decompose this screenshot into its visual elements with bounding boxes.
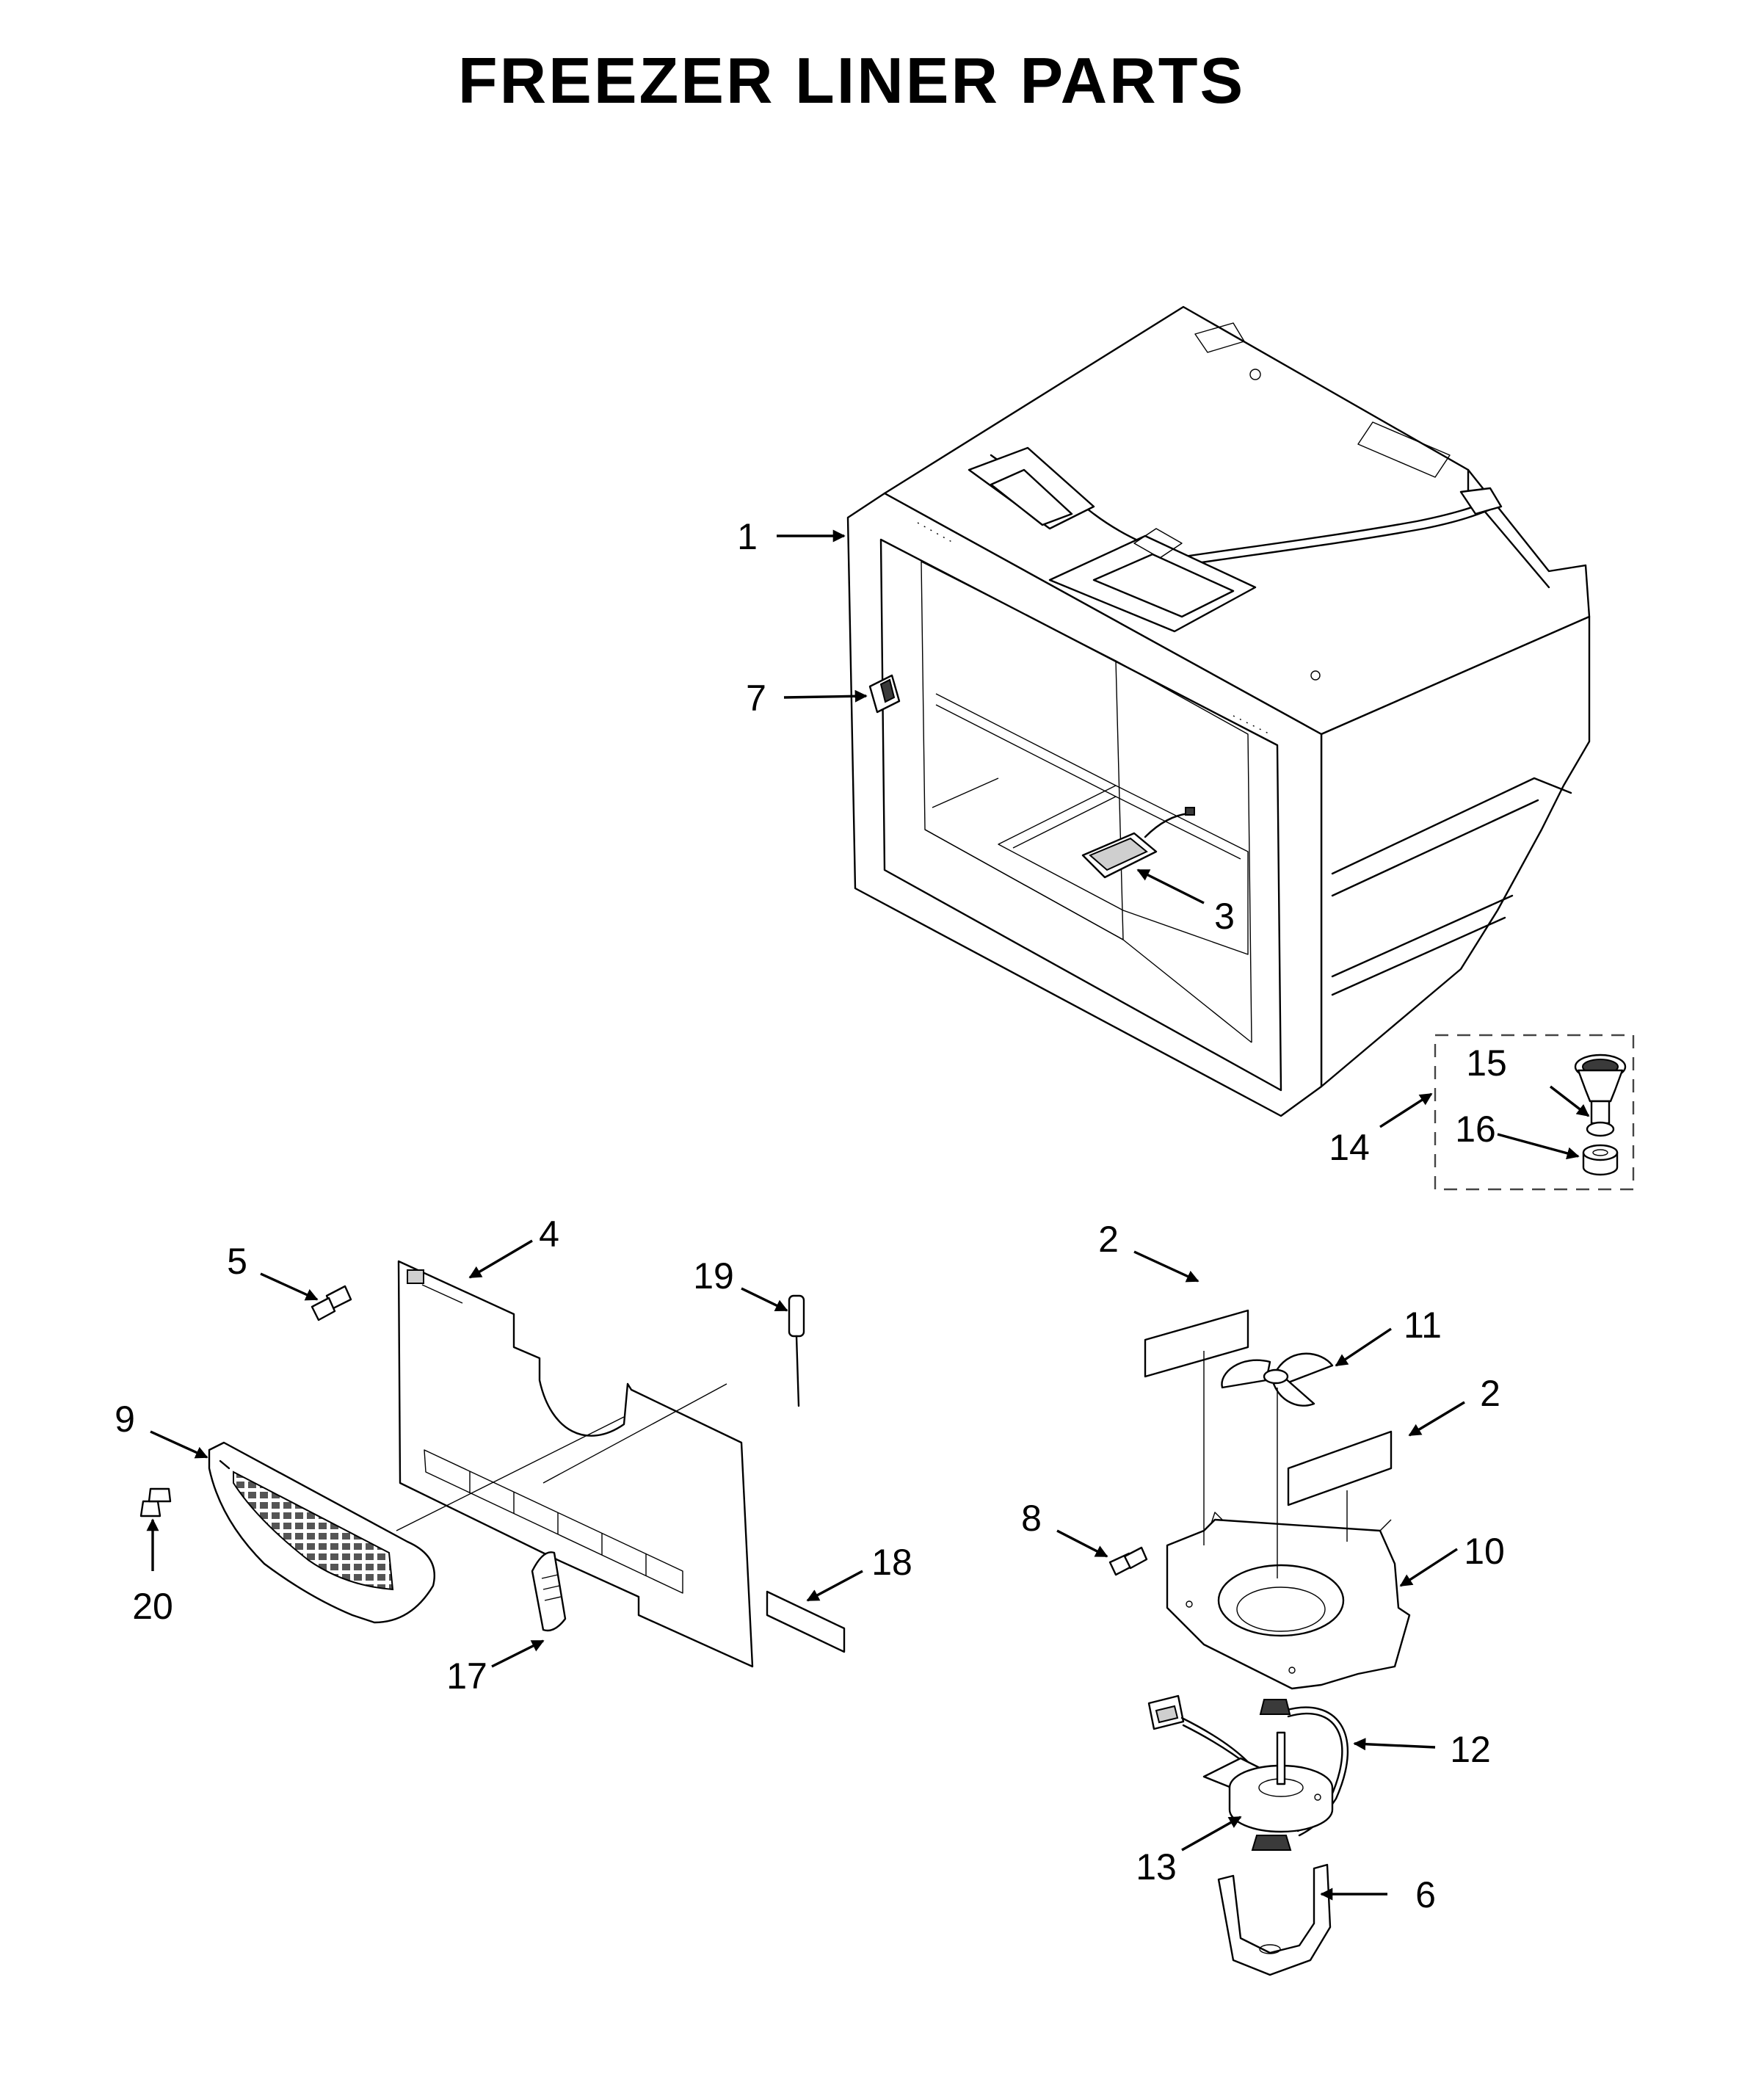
callout-10: 10 bbox=[1464, 1531, 1505, 1572]
fan-blade bbox=[1221, 1352, 1334, 1407]
callout-9: 9 bbox=[115, 1399, 135, 1440]
callout-17: 17 bbox=[446, 1656, 487, 1697]
freezer-liner bbox=[846, 305, 1591, 1117]
screw-20 bbox=[139, 1487, 172, 1517]
callout-arrows bbox=[146, 529, 1590, 1901]
callout-8: 8 bbox=[1021, 1498, 1042, 1539]
callout-2-upper: 2 bbox=[1098, 1219, 1119, 1260]
valve-o-ring bbox=[1586, 1121, 1615, 1137]
air-grille bbox=[208, 1441, 435, 1624]
callout-labels: 1 7 3 14 15 16 4 5 19 9 20 17 18 2 11 2 … bbox=[115, 516, 1507, 1915]
fan-shroud bbox=[1166, 1351, 1411, 1690]
callout-18: 18 bbox=[871, 1542, 912, 1583]
clip bbox=[531, 1551, 567, 1632]
valve-assembly-group bbox=[1434, 1034, 1635, 1191]
sensor-module bbox=[1081, 807, 1195, 879]
callout-19: 19 bbox=[693, 1255, 734, 1297]
callout-15: 15 bbox=[1466, 1042, 1507, 1084]
foam-pad-upper bbox=[1144, 1309, 1249, 1378]
fan-motor bbox=[1202, 1731, 1334, 1833]
valve-housing bbox=[1574, 1054, 1627, 1125]
valve-grommet bbox=[1582, 1144, 1619, 1176]
rear-panel bbox=[396, 1260, 754, 1668]
callout-16: 16 bbox=[1455, 1109, 1496, 1150]
callout-6: 6 bbox=[1415, 1874, 1436, 1915]
callout-4: 4 bbox=[539, 1214, 559, 1255]
callout-13: 13 bbox=[1136, 1846, 1177, 1888]
screw-5 bbox=[311, 1285, 352, 1321]
motor-bracket bbox=[1217, 1863, 1332, 1976]
screw-8 bbox=[1108, 1546, 1148, 1576]
callout-7: 7 bbox=[746, 678, 766, 719]
callout-3: 3 bbox=[1214, 896, 1235, 937]
door-switch bbox=[868, 674, 901, 714]
callout-5: 5 bbox=[227, 1241, 247, 1282]
callout-2-lower: 2 bbox=[1480, 1373, 1500, 1414]
page-title: FREEZER LINER PARTS bbox=[458, 44, 1245, 117]
callout-11: 11 bbox=[1404, 1305, 1442, 1346]
seal-strip bbox=[766, 1590, 846, 1653]
callout-14: 14 bbox=[1329, 1127, 1370, 1168]
callout-20: 20 bbox=[132, 1586, 173, 1627]
foam-pad-lower bbox=[1287, 1430, 1393, 1506]
temperature-probe bbox=[788, 1294, 805, 1407]
callout-12: 12 bbox=[1450, 1729, 1491, 1770]
wire-harness bbox=[1147, 1694, 1349, 1851]
callout-1: 1 bbox=[737, 516, 758, 557]
